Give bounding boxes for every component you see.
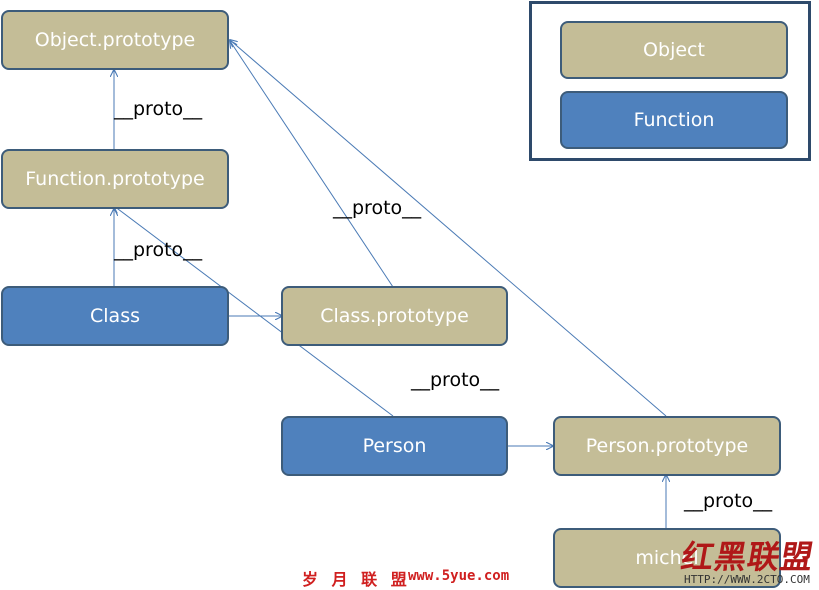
node-function-prototype: Function.prototype xyxy=(1,149,229,209)
legend-object: Object xyxy=(560,21,788,79)
node-person-prototype: Person.prototype xyxy=(553,416,781,476)
edge-label-proto-4: __proto__ xyxy=(411,369,500,391)
edge-label-proto-3: __proto__ xyxy=(114,239,203,261)
arrow-person-prototype-to-object-prototype xyxy=(230,40,667,417)
legend-function: Function xyxy=(560,91,788,149)
legend-box: Object Function xyxy=(529,1,811,161)
node-class: Class xyxy=(1,286,229,346)
arrow-person-to-function-prototype xyxy=(114,206,394,417)
arrow-class-prototype-to-object-prototype xyxy=(230,41,394,288)
node-person-prototype-label: Person.prototype xyxy=(585,435,749,457)
legend-object-label: Object xyxy=(643,39,705,61)
watermark-url-text: www.5yue.com xyxy=(408,568,510,584)
node-function-prototype-label: Function.prototype xyxy=(25,168,205,190)
watermark-cn-text: 岁 月 联 盟 xyxy=(302,570,411,589)
node-object-prototype-label: Object.prototype xyxy=(34,29,196,51)
node-person: Person xyxy=(281,416,508,476)
node-class-label: Class xyxy=(90,305,140,327)
node-class-prototype-label: Class.prototype xyxy=(320,305,469,327)
node-michel: michel xyxy=(553,528,781,588)
edge-label-proto-2: __proto__ xyxy=(333,197,422,219)
edge-label-proto-5: __proto__ xyxy=(684,490,773,512)
edge-label-proto-1: __proto__ xyxy=(114,98,203,120)
node-class-prototype: Class.prototype xyxy=(281,286,508,346)
legend-function-label: Function xyxy=(633,109,715,131)
watermark-logo-url: HTTP://WWW.2CTO.COM xyxy=(684,573,810,586)
watermark-logo: 红黑联盟 xyxy=(678,538,818,576)
node-object-prototype: Object.prototype xyxy=(1,10,229,70)
node-person-label: Person xyxy=(362,435,427,457)
node-michel-label: michel xyxy=(635,547,699,569)
